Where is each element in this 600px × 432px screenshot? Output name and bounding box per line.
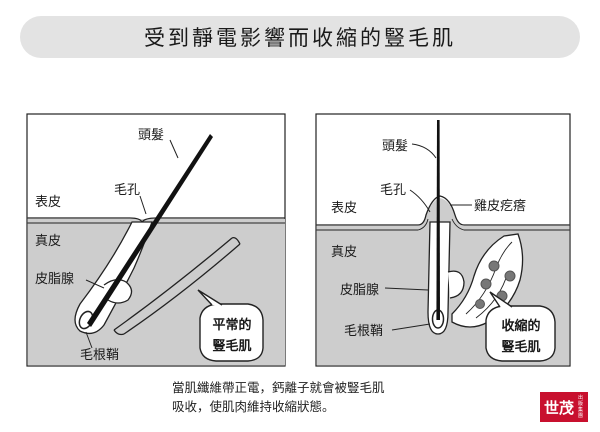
publisher-logo-sub: 出版集團 [578,395,584,419]
right-epidermis-line [316,218,570,231]
calcium-ion [475,299,485,309]
calcium-ion [480,278,492,290]
caption: 當肌纖維帶正電，鈣離子就會被豎毛肌 吸收，使肌肉維持收縮狀態。 [172,378,502,416]
left-hair-leader [169,139,179,159]
right-gland-leader [384,287,429,291]
right-label-pore: 毛孔 [380,183,406,198]
left-label-epidermis: 表皮 [35,195,61,210]
title-banner: 受到靜電影響而收縮的豎毛肌 [20,16,580,58]
left-sheath-leader [85,331,93,349]
right-label-epidermis: 表皮 [331,201,357,216]
caption-line-2: 吸收，使肌肉維持收縮狀態。 [172,399,335,414]
right-bubble-tail [489,291,513,308]
left-muscle-strand-2 [123,243,241,335]
left-bubble-tail [197,289,223,306]
calcium-ions [475,260,516,309]
publisher-logo-main: 世茂 [544,398,575,417]
left-label-dermis: 真皮 [35,234,61,249]
right-label-follicle-sheath: 毛根鞘 [344,324,383,339]
left-bubble [199,303,264,362]
calcium-ion [488,260,500,272]
left-bubble-line-1: 平常的 [212,317,251,333]
left-gland-leader [85,279,105,289]
left-muscle-strand-1 [113,237,233,331]
caption-line-1: 當肌纖維帶正電，鈣離子就會被豎毛肌 [172,380,385,395]
right-skin-surface [316,195,570,226]
calcium-ion [504,270,516,282]
right-bubble-line-1: 收縮的 [501,318,540,334]
right-label-sebaceous-gland: 皮脂腺 [340,283,379,298]
right-label-dermis: 真皮 [331,245,357,260]
right-bubble-line-2: 豎毛肌 [501,339,540,355]
left-label-hair: 頭髮 [138,128,164,143]
right-hair-leader [411,143,437,159]
diagram-title: 受到靜電影響而收縮的豎毛肌 [144,26,456,50]
right-panel: 收縮的 豎毛肌 頭髮 毛孔 雞皮疙瘩 表皮 真皮 皮脂腺 毛根鞘 [315,113,571,367]
left-muscle-base [113,329,125,336]
right-pore-leader [409,189,431,213]
right-hair-shaft [436,120,440,320]
right-label-goosebump: 雞皮疙瘩 [474,199,526,214]
right-sheath-leader [391,323,431,331]
left-hair-shaft [87,134,213,327]
left-bubble-line-2: 豎毛肌 [212,338,251,354]
left-muscle-end [231,236,241,245]
right-bubble [485,305,556,362]
publisher-logo: 世茂 出版集團 [540,392,588,422]
left-label-follicle-sheath: 毛根鞘 [80,348,119,363]
left-label-sebaceous-gland: 皮脂腺 [35,272,74,287]
left-label-pore: 毛孔 [114,183,140,198]
right-label-hair: 頭髮 [382,139,408,154]
left-follicle-sheath [74,221,153,335]
right-sebaceous-gland [447,270,465,299]
left-panel: 平常的 豎毛肌 頭髮 毛孔 表皮 真皮 皮脂腺 毛根鞘 [26,113,286,367]
left-pore-leader [139,195,147,215]
